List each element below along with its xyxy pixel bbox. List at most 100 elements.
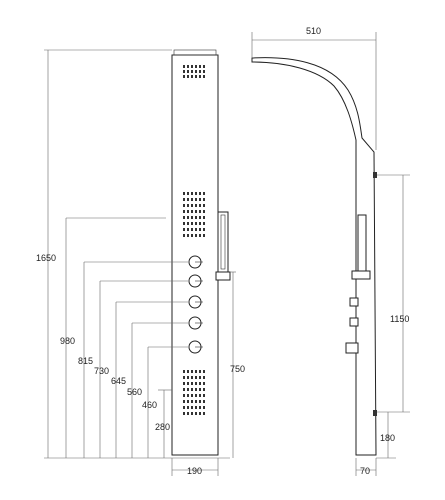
mount-spacing-label: 1150 xyxy=(390,314,409,324)
bottom-mount-dimension: 180 xyxy=(376,412,396,459)
nozzle xyxy=(191,406,193,409)
nozzle xyxy=(187,394,189,397)
bottom-nozzle-grid xyxy=(183,370,205,415)
bar-height-label: 750 xyxy=(230,364,245,374)
nozzle xyxy=(203,234,205,237)
nozzle xyxy=(203,216,205,219)
nozzle xyxy=(195,222,197,225)
nozzle xyxy=(183,400,185,403)
nozzle xyxy=(187,412,189,415)
nozzle xyxy=(183,370,185,373)
nozzle xyxy=(187,70,189,73)
nozzle xyxy=(203,376,205,379)
nozzle xyxy=(183,412,185,415)
nozzle xyxy=(191,222,193,225)
nozzle xyxy=(203,75,205,78)
nozzle xyxy=(195,394,197,397)
nozzle xyxy=(183,394,185,397)
nozzle xyxy=(191,400,193,403)
nozzle xyxy=(183,198,185,201)
nozzle xyxy=(187,65,189,68)
nozzle xyxy=(195,376,197,379)
nozzle xyxy=(187,210,189,213)
nozzle xyxy=(191,376,193,379)
height-label-280: 280 xyxy=(155,422,170,432)
bar-height-dimension: 750 xyxy=(230,271,245,458)
nozzle xyxy=(199,198,201,201)
nozzle xyxy=(195,65,197,68)
control-knobs xyxy=(188,255,203,354)
middle-nozzle-grid xyxy=(183,192,205,237)
nozzle xyxy=(199,75,201,78)
nozzle xyxy=(191,234,193,237)
nozzle xyxy=(183,204,185,207)
nozzle xyxy=(195,370,197,373)
nozzle xyxy=(187,406,189,409)
nozzle xyxy=(195,406,197,409)
nozzle xyxy=(187,382,189,385)
height-label-815: 815 xyxy=(78,356,93,366)
front-width-dimension: 190 xyxy=(171,458,219,476)
nozzle xyxy=(203,400,205,403)
nozzle xyxy=(203,388,205,391)
nozzle xyxy=(191,388,193,391)
nozzle xyxy=(199,65,201,68)
nozzle xyxy=(195,382,197,385)
nozzle xyxy=(191,228,193,231)
nozzle xyxy=(199,70,201,73)
nozzle xyxy=(195,75,197,78)
nozzle xyxy=(183,222,185,225)
nozzle xyxy=(195,234,197,237)
nozzle xyxy=(191,216,193,219)
nozzle xyxy=(203,382,205,385)
nozzle xyxy=(199,382,201,385)
nozzle xyxy=(187,388,189,391)
side-depth-label: 510 xyxy=(306,26,321,36)
nozzle xyxy=(183,192,185,195)
nozzle xyxy=(199,388,201,391)
nozzle xyxy=(191,192,193,195)
height-dimensions: 980 815 730 645 560 460 280 xyxy=(60,217,188,458)
nozzle xyxy=(199,192,201,195)
nozzle xyxy=(191,204,193,207)
nozzle xyxy=(199,376,201,379)
nozzle xyxy=(187,234,189,237)
height-label-560: 560 xyxy=(127,387,142,397)
nozzle xyxy=(195,210,197,213)
nozzle xyxy=(183,70,185,73)
nozzle xyxy=(187,400,189,403)
knob-5 xyxy=(188,340,203,354)
nozzle xyxy=(183,376,185,379)
top-nozzle-grid xyxy=(183,65,205,78)
nozzle xyxy=(191,412,193,415)
nozzle xyxy=(199,400,201,403)
nozzle xyxy=(203,198,205,201)
nozzle xyxy=(195,198,197,201)
nozzle xyxy=(183,406,185,409)
nozzle xyxy=(187,192,189,195)
nozzle xyxy=(183,228,185,231)
nozzle xyxy=(195,70,197,73)
nozzle xyxy=(183,75,185,78)
nozzle xyxy=(195,400,197,403)
nozzle xyxy=(203,228,205,231)
nozzle xyxy=(199,210,201,213)
nozzle xyxy=(195,204,197,207)
nozzle xyxy=(195,412,197,415)
nozzle xyxy=(199,216,201,219)
nozzle xyxy=(183,216,185,219)
bottom-mount-label: 180 xyxy=(380,433,395,443)
nozzle xyxy=(195,192,197,195)
nozzle xyxy=(199,222,201,225)
nozzle xyxy=(203,204,205,207)
nozzle xyxy=(195,388,197,391)
side-fittings xyxy=(345,172,377,416)
nozzle xyxy=(183,234,185,237)
side-profile xyxy=(251,57,377,456)
height-label-730: 730 xyxy=(94,366,109,376)
nozzle xyxy=(183,210,185,213)
nozzle xyxy=(191,70,193,73)
side-depth-dimension: 510 xyxy=(251,26,377,150)
